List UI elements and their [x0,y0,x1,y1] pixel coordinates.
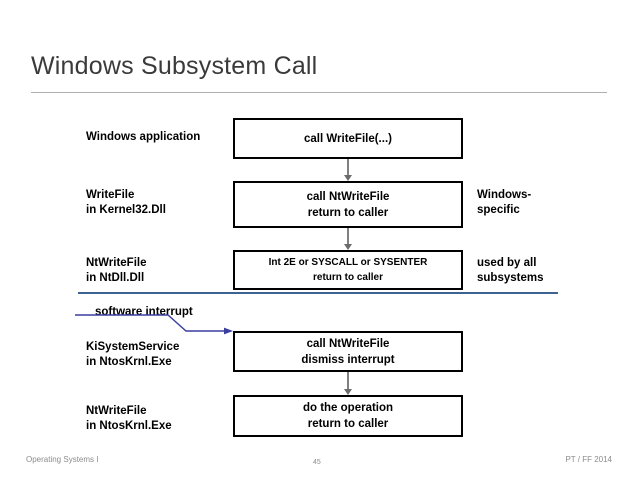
flow-box-call-ntwritefile-dismiss: call NtWriteFile dismiss interrupt [233,331,463,372]
row-label-ntwritefile-ntoskrnl: NtWriteFile in NtosKrnl.Exe [86,405,172,432]
kernel-boundary-divider [78,292,558,294]
footer-page-number: 45 [313,459,321,466]
connector-arrow-2 [344,228,353,250]
arrow-head-icon [344,175,352,181]
row-label-windows-application: Windows application [86,131,201,143]
connector-arrow-1 [344,159,353,181]
software-interrupt-arrow-icon [75,314,233,335]
flow-box-call-writefile: call WriteFile(...) [233,118,463,159]
flow-box-call-ntwritefile-return: call NtWriteFile return to caller [233,181,463,228]
footer-author-date: PT / FF 2014 [565,455,612,464]
connector-stem [347,372,349,389]
flow-box-int2e-syscall-sysenter: Int 2E or SYSCALL or SYSENTER return to … [233,250,463,290]
flow-box-do-the-operation: do the operation return to caller [233,395,463,437]
connector-stem [347,228,349,244]
arrow-head-icon [344,244,352,250]
connector-stem [347,159,349,175]
page-title: Windows Subsystem Call [31,52,318,80]
row-label-windows-specific: Windows- specific [477,189,532,216]
title-divider [31,92,607,93]
row-label-kisystemservice-ntoskrnl: KiSystemService in NtosKrnl.Exe [86,341,180,368]
connector-arrow-3 [344,372,353,396]
row-label-used-by-all-subsystems: used by all subsystems [477,257,544,284]
arrow-head-icon [344,389,352,395]
row-label-ntwritefile-ntdll: NtWriteFile in NtDll.Dll [86,257,147,284]
row-label-writefile-kernel32: WriteFile in Kernel32.Dll [86,189,166,216]
footer-course-name: Operating Systems I [26,455,99,464]
